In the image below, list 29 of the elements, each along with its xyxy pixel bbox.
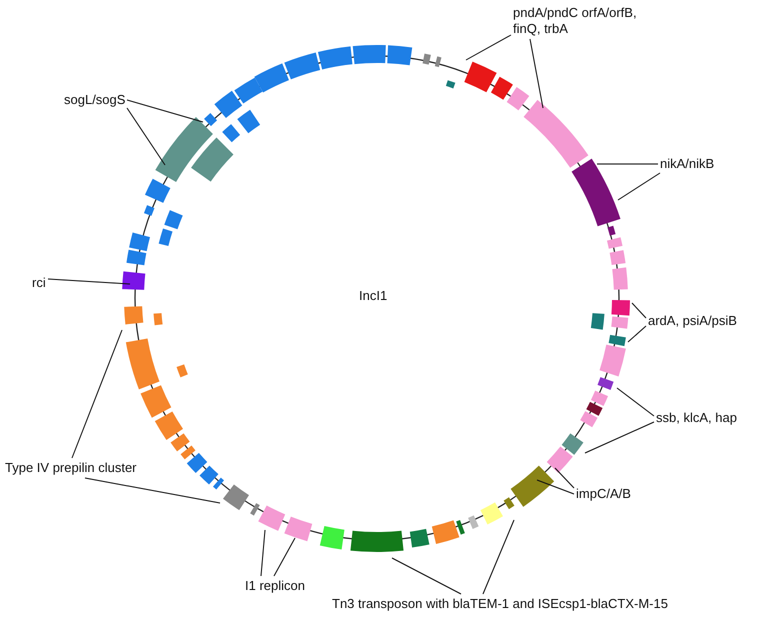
gene-label: Tn3 transposon with blaTEM-1 and ISEcsp1-blaCTX-M-15 <box>332 596 668 612</box>
leader-line <box>126 108 166 166</box>
leader-line <box>392 558 462 594</box>
leader-line <box>274 538 296 576</box>
leader-line <box>72 330 122 458</box>
leader-line <box>632 302 646 318</box>
leader-line <box>466 34 512 60</box>
leader-line <box>628 326 646 342</box>
gene-label: ssb, klcA, hap <box>656 410 737 426</box>
gene-label: rci <box>32 275 46 291</box>
gene-label: ardA, psiA/psiB <box>648 313 737 329</box>
leader-line <box>84 478 220 504</box>
gene-label: Type IV prepilin cluster <box>5 460 137 476</box>
gene-label: I1 replicon <box>245 578 305 594</box>
leader-line <box>530 38 544 108</box>
gene-label: sogL/sogS <box>64 92 126 108</box>
plasmid-name: IncI1 <box>359 288 388 304</box>
leader-line <box>48 278 130 284</box>
leader-line <box>554 468 574 488</box>
leader-line <box>616 388 654 416</box>
leader-line <box>536 480 574 494</box>
leader-line <box>482 520 514 594</box>
gene-label: nikA/nikB <box>660 156 714 172</box>
leader-line <box>584 422 654 454</box>
leader-line <box>126 100 204 122</box>
leader-line <box>618 172 660 200</box>
leader-line <box>260 530 266 576</box>
gene-label: pndA/pndC orfA/orfB, finQ, trbA <box>513 5 643 37</box>
gene-label: impC/A/B <box>576 486 631 502</box>
